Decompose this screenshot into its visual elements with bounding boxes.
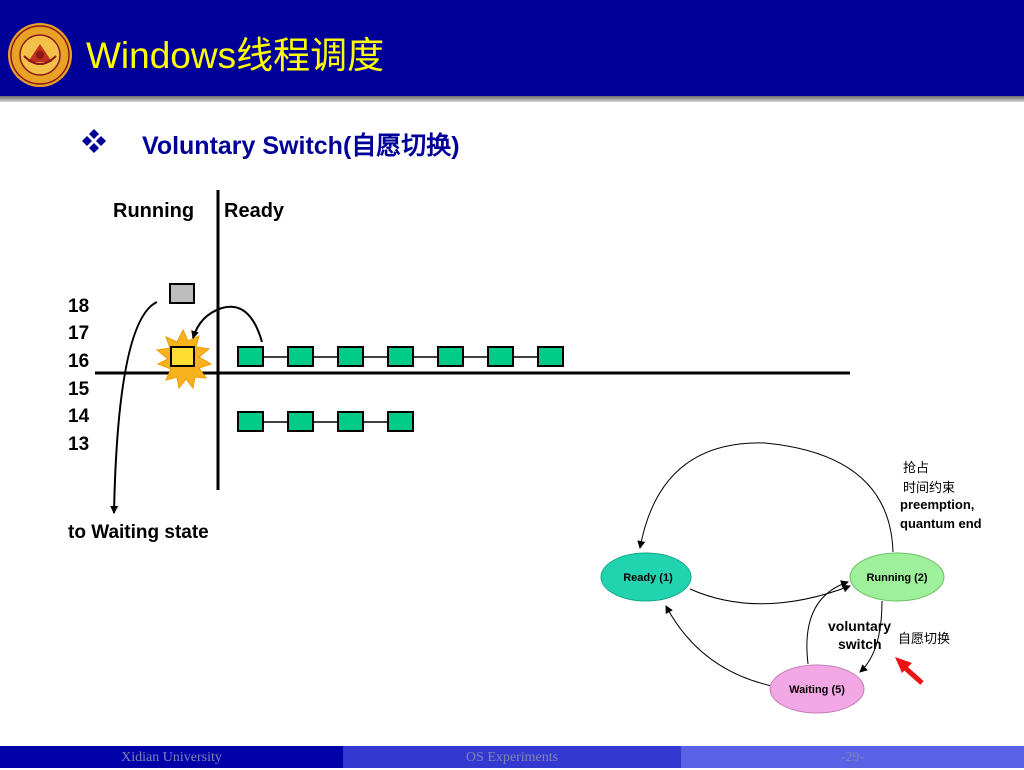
ready-thread-box	[237, 346, 264, 367]
red-pointer-arrow-icon	[895, 657, 924, 685]
header-bar	[0, 0, 1024, 96]
preemption-arc	[637, 442, 894, 553]
waiting-to-running-arrow	[806, 580, 849, 665]
running-thread-box	[170, 346, 195, 367]
footer-course: OS Experiments	[343, 746, 681, 768]
footer-page-number: -29-	[681, 746, 1024, 768]
priority-label: 15	[68, 379, 90, 400]
ready-state-node	[600, 552, 692, 602]
voluntary-cn-label: 自愿切换	[898, 631, 950, 646]
waiting-to-ready-arrow	[665, 605, 773, 687]
dispatch-arrow	[191, 305, 263, 343]
footer-bar: Xidian University OS Experiments -29-	[0, 746, 1024, 768]
ready-thread-box	[387, 346, 414, 367]
priority-label: 18	[68, 296, 90, 317]
bullet-heading: Voluntary Switch(自愿切换)	[142, 132, 460, 160]
ready-to-running-arrow	[689, 584, 851, 605]
preempt-en-label: quantum end	[900, 516, 982, 531]
priority-label: 17	[68, 323, 90, 344]
waiting-state-label: to Waiting state	[68, 522, 209, 543]
voluntary-label: voluntary	[828, 618, 891, 634]
ready-thread-box	[337, 411, 364, 432]
header-divider	[0, 96, 1024, 102]
ready-thread-box	[237, 411, 264, 432]
running-column-label: Running	[113, 200, 195, 222]
voluntary-switch-arrow	[859, 600, 883, 673]
footer-university: Xidian University	[0, 746, 343, 768]
waiting-state-label: Waiting (5)	[789, 684, 845, 696]
ready-column-label: Ready	[224, 200, 285, 222]
ready-thread-box	[537, 346, 564, 367]
preempted-thread-box	[169, 283, 195, 304]
university-seal-icon	[8, 23, 72, 87]
ready-thread-box	[337, 346, 364, 367]
priority-label: 13	[68, 434, 90, 455]
ready-thread-box	[437, 346, 464, 367]
preempt-en-label: preemption,	[900, 497, 974, 512]
slide-title: Windows线程调度	[86, 35, 385, 76]
ready-thread-box	[487, 346, 514, 367]
running-state-label: Running (2)	[866, 572, 927, 584]
preempt-cn-label: 抢占	[903, 460, 929, 475]
ready-thread-box	[287, 346, 314, 367]
ready-state-label: Ready (1)	[623, 572, 673, 584]
voluntary-label: switch	[838, 636, 882, 652]
diamond-bullet-icon	[82, 129, 106, 153]
waiting-state-node	[769, 664, 865, 714]
priority-label: 16	[68, 351, 90, 372]
priority-label: 14	[68, 406, 90, 427]
ready-thread-box	[287, 411, 314, 432]
ready-thread-box	[387, 411, 414, 432]
to-waiting-arrow	[110, 301, 158, 514]
running-state-node	[849, 552, 945, 602]
preempt-cn-label: 时间约束	[903, 480, 955, 495]
